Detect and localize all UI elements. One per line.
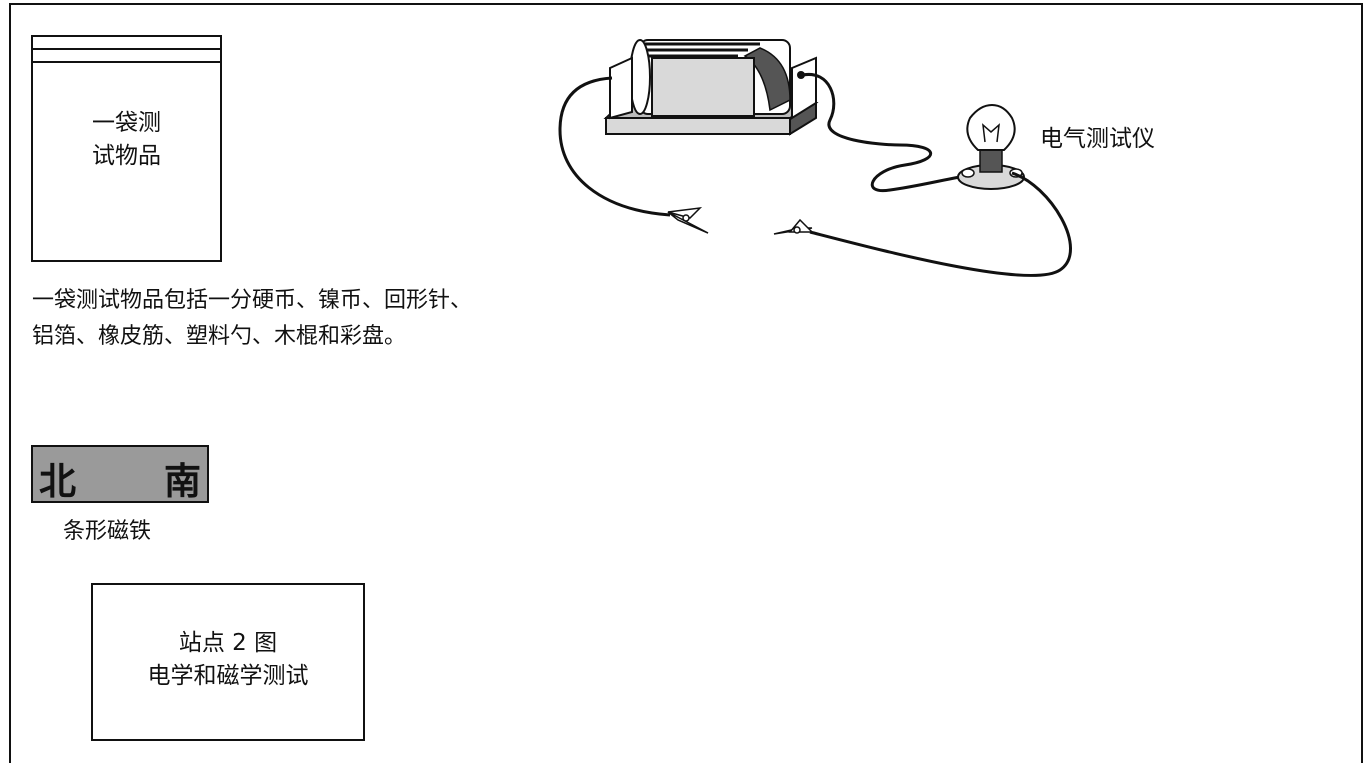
bag-seal-line: [33, 48, 220, 50]
electric-tester-label: 电气测试仪: [1040, 126, 1155, 152]
bar-magnet: 北 南: [31, 445, 209, 503]
battery-holder: [603, 39, 819, 136]
figure-caption-box: 站点 2 图 电学和磁学测试: [91, 583, 365, 741]
items-description: 一袋测试物品包括一分硬币、镍币、回形针、 铝箔、橡皮筋、塑料勺、木棍和彩盘。: [32, 283, 472, 355]
magnet-north-pole: 北: [39, 460, 76, 503]
alligator-clip-right: [773, 218, 814, 235]
figure-caption-line1: 站点 2 图: [178, 630, 278, 656]
figure-caption-line2: 电学和磁学测试: [147, 663, 309, 689]
wire-left: [558, 76, 671, 217]
test-items-bag: 一袋测 试物品: [31, 35, 222, 262]
alligator-clip-left: [667, 206, 709, 234]
bag-label-line2: 试物品: [92, 143, 161, 169]
magnet-south-pole: 南: [164, 460, 201, 503]
items-description-line1: 一袋测试物品包括一分硬币、镍币、回形针、: [32, 288, 473, 313]
bag-label: 一袋测 试物品: [33, 107, 220, 173]
bag-seal-line: [33, 61, 220, 63]
bag-label-line1: 一袋测: [92, 110, 161, 136]
items-description-line2: 铝箔、橡皮筋、塑料勺、木棍和彩盘。: [32, 324, 407, 349]
magnet-caption: 条形磁铁: [63, 519, 152, 544]
wire-right: [802, 73, 973, 193]
light-bulb: [957, 103, 1025, 190]
page-frame: [9, 3, 1363, 763]
wire-bulb: [809, 171, 1072, 277]
